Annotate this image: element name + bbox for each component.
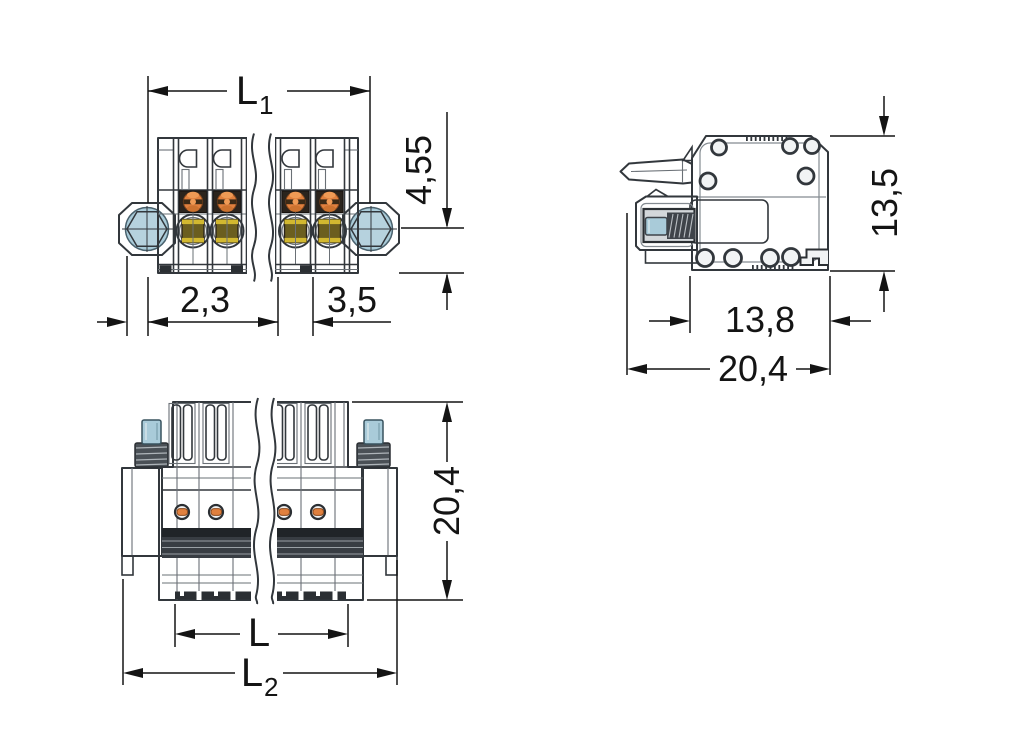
dim-front-3-5: 3,5 — [277, 277, 391, 336]
dim-bottom-l: L — [174, 604, 349, 655]
dim-l1-label-sub: 1 — [259, 90, 273, 120]
side-housing-holes — [695, 137, 821, 268]
dim-l1-label-main: L — [236, 69, 258, 113]
dim-l-label: L — [248, 611, 270, 655]
dim-bottom-20-4-label: 20,4 — [426, 466, 467, 536]
front-flange-right — [342, 202, 400, 256]
dim-l2-label-main: L — [241, 651, 263, 695]
dim-front-2-3: 2,3 — [97, 256, 278, 336]
bottom-view: 20,4 L L 2 — [121, 397, 467, 702]
dim-side-13-8: 13,8 — [649, 276, 871, 375]
bottom-flange-tab-left — [121, 467, 163, 576]
front-hex-screw-left — [122, 206, 174, 252]
dim-2-3-label: 2,3 — [180, 279, 230, 320]
side-fixing-screw — [642, 207, 696, 244]
dim-side-13-5: 13,5 — [830, 96, 905, 312]
dim-bottom-20-4: 20,4 — [352, 401, 467, 601]
dim-bottom-l2: L 2 — [122, 560, 398, 702]
front-flange-left — [118, 202, 176, 256]
front-hex-screw-right — [345, 206, 397, 252]
dim-4-55-label: 4,55 — [398, 135, 439, 205]
dim-l2-label-sub: 2 — [264, 672, 278, 702]
dim-side-20-4-label: 20,4 — [718, 348, 788, 389]
dim-front-l1: L 1 — [147, 69, 371, 203]
side-mating-shroud — [635, 188, 698, 264]
front-view: L 1 4,55 2,3 3, — [97, 69, 464, 336]
dim-3-5-label: 3,5 — [327, 279, 377, 320]
side-release-lever — [619, 144, 693, 185]
bottom-flange-tab-right — [361, 467, 398, 576]
dim-13-8-label: 13,8 — [725, 299, 795, 340]
dim-front-4-55: 4,55 — [398, 112, 464, 310]
front-break-line — [247, 132, 275, 283]
bottom-screw-right — [356, 419, 391, 468]
side-view: 13,5 13,8 20,4 — [619, 96, 905, 389]
bottom-housing-left — [158, 401, 256, 601]
side-housing — [689, 135, 829, 271]
bottom-break-line — [251, 397, 277, 605]
dim-side-20-4: 20,4 — [626, 213, 830, 389]
dim-13-5-label: 13,5 — [864, 168, 905, 238]
side-keying-notch — [799, 248, 828, 266]
bottom-screw-left — [134, 419, 169, 468]
